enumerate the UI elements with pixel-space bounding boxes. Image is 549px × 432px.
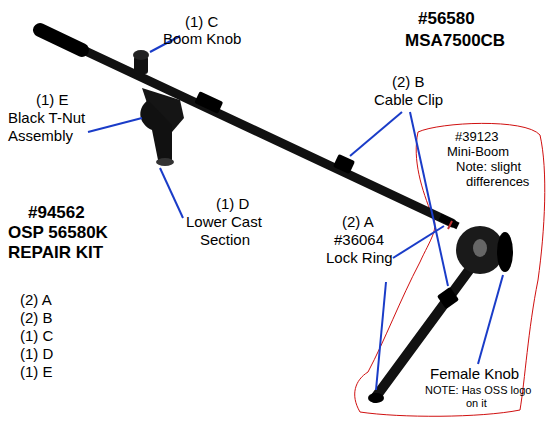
kit-list-item: (1) C	[20, 328, 53, 345]
leader-line	[350, 112, 402, 156]
lower-cast	[140, 100, 172, 160]
mini-boom-outline	[355, 123, 545, 416]
lock-ring	[440, 217, 458, 226]
part-number: #39123	[455, 130, 498, 144]
leader-line	[88, 118, 142, 132]
cable-clip	[194, 91, 223, 114]
note-text: Note: slight	[456, 160, 521, 174]
leader-line	[160, 168, 183, 218]
part-name: Lower Cast	[186, 214, 262, 231]
swivel-joint	[456, 226, 504, 274]
part-name: Lock Ring	[326, 250, 393, 267]
part-name: Cable Clip	[374, 92, 443, 109]
note-text: NOTE: Has OSS logo	[425, 384, 531, 396]
kit-number: #94562	[28, 204, 85, 223]
cable-clip	[333, 154, 355, 174]
part-name: Assembly	[8, 128, 73, 145]
model-number: MSA7500CB	[405, 32, 505, 51]
callout-number: (2) B	[392, 74, 425, 91]
leader-line	[410, 112, 448, 286]
joint-highlight	[473, 239, 487, 257]
boom-knob-top	[133, 50, 149, 60]
boom-grip	[40, 30, 82, 50]
note-text: on it	[466, 397, 487, 409]
lock-ring-mark	[448, 221, 452, 229]
kit-name: REPAIR KIT	[8, 244, 103, 263]
part-name: Section	[200, 232, 250, 249]
part-name: Boom Knob	[163, 31, 241, 48]
mini-boom-tip	[368, 393, 384, 403]
kit-name: OSP 56580K	[8, 224, 108, 243]
callout-number: (1) D	[216, 196, 249, 213]
callout-number: (1) E	[36, 92, 69, 109]
part-name: Black T-Nut	[8, 110, 85, 127]
part-name: Female Knob	[430, 366, 519, 383]
note-text: differences	[466, 175, 529, 189]
cable-clip	[437, 287, 459, 309]
part-name: Mini-Boom	[447, 145, 509, 159]
female-knob	[497, 232, 513, 272]
kit-list-item: (2) B	[20, 310, 53, 327]
kit-list-item: (1) E	[20, 364, 53, 381]
leader-line	[478, 275, 503, 364]
model-number: #56580	[418, 10, 475, 29]
leader-line	[376, 282, 386, 390]
callout-number: (1) C	[185, 14, 218, 31]
kit-list-item: (1) D	[20, 346, 53, 363]
kit-list-item: (2) A	[20, 292, 52, 309]
boom-arm	[62, 40, 452, 223]
part-number: #36064	[334, 232, 384, 249]
leader-line	[393, 226, 444, 258]
callout-number: (2) A	[342, 214, 374, 231]
lower-cast-end	[156, 158, 174, 166]
